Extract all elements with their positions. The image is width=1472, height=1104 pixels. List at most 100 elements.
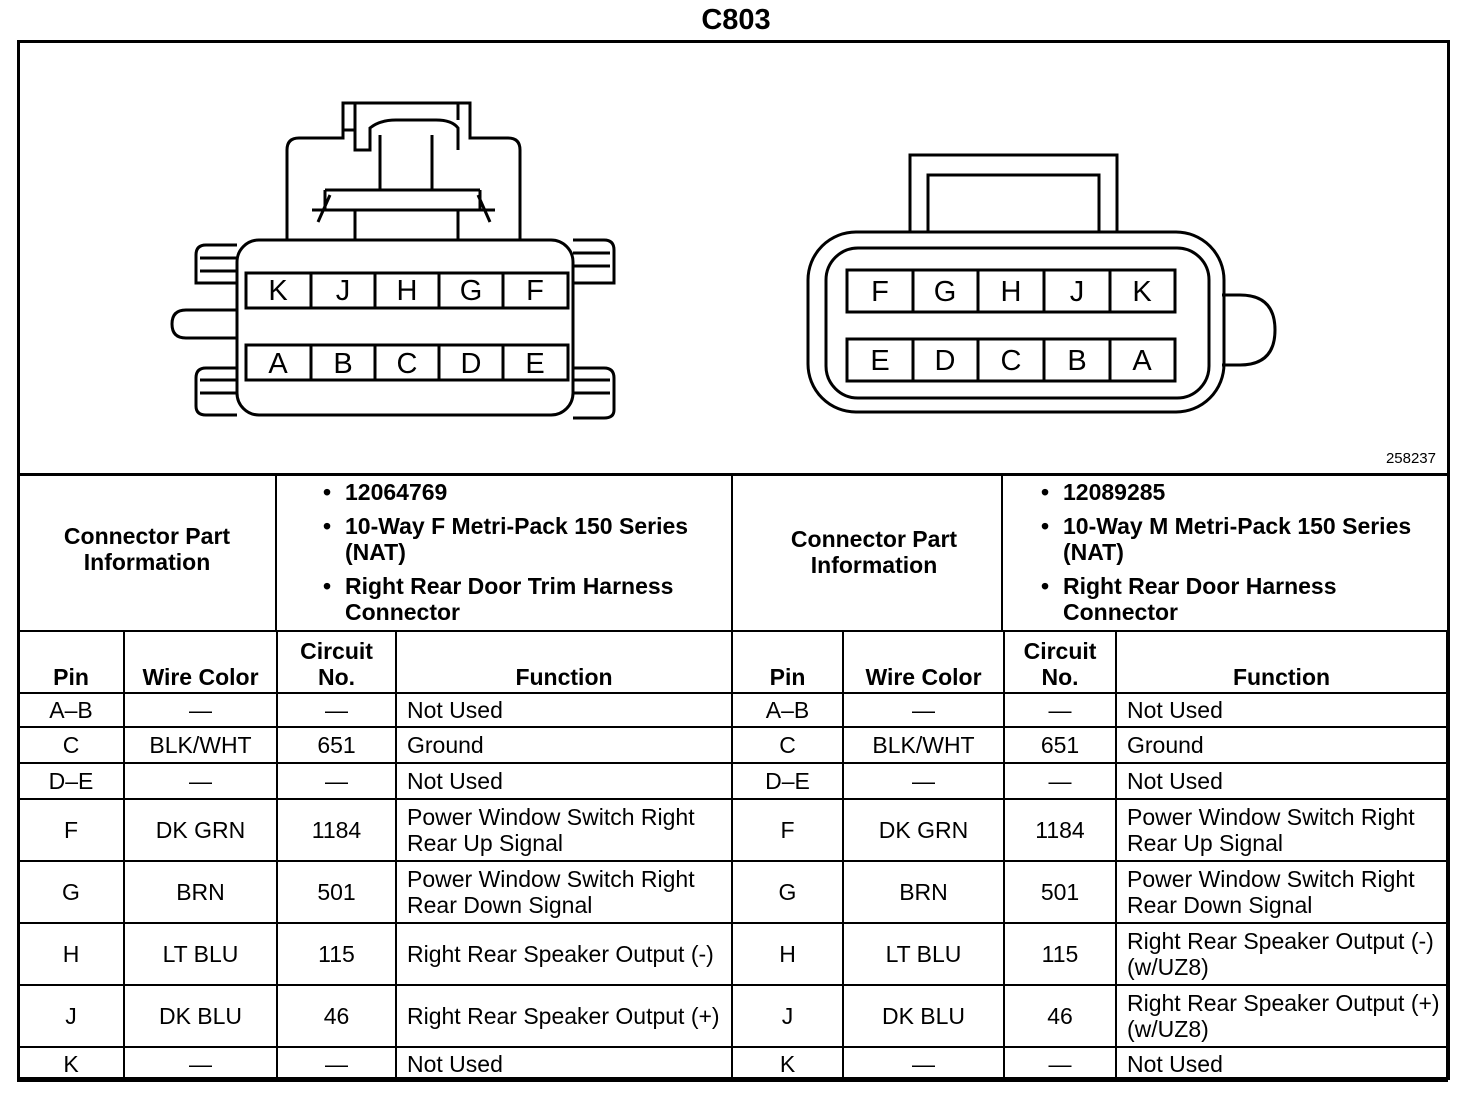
wire-color-cell: DK BLU xyxy=(842,984,1005,1048)
column-header: Function xyxy=(395,630,733,694)
circuit-cell: — xyxy=(1003,762,1117,800)
right-part-info-bullets: 12089285 10-Way M Metri-Pack 150 Series … xyxy=(1035,479,1445,633)
table-row: D–E — — Not Used xyxy=(731,762,1448,800)
table-row: J DK BLU 46 Right Rear Speaker Output (+… xyxy=(17,984,733,1048)
column-header: Pin xyxy=(731,630,844,694)
column-header: Circuit No. xyxy=(276,630,397,694)
function-cell: Not Used xyxy=(1115,1046,1448,1082)
figure-id: 258237 xyxy=(1385,450,1436,467)
circuit-cell: 1184 xyxy=(276,798,397,862)
pin-cell: F xyxy=(17,798,125,862)
function-cell: Ground xyxy=(1115,726,1448,764)
pin-cell: D–E xyxy=(17,762,125,800)
pin-label: F xyxy=(871,276,889,308)
pin-label: K xyxy=(268,275,288,307)
page-title: C803 xyxy=(701,4,771,36)
table-row: C BLK/WHT 651 Ground xyxy=(17,726,733,764)
pin-label: J xyxy=(336,275,351,307)
pin-cell: G xyxy=(17,860,125,924)
wire-color-cell: DK GRN xyxy=(842,798,1005,862)
pin-label: F xyxy=(526,275,544,307)
table-row: F DK GRN 1184 Power Window Switch Right … xyxy=(731,798,1448,862)
circuit-cell: — xyxy=(1003,1046,1117,1082)
function-cell: Right Rear Speaker Output (-) xyxy=(395,922,733,986)
pin-cell: H xyxy=(731,922,844,986)
right-pin-table: Pin Wire Color Circuit No. Function A–B … xyxy=(731,630,1448,1082)
circuit-cell: 115 xyxy=(1003,922,1117,986)
column-header: Function xyxy=(1115,630,1448,694)
function-cell: Not Used xyxy=(395,692,733,728)
function-cell: Not Used xyxy=(395,1046,733,1082)
circuit-cell: 1184 xyxy=(1003,798,1117,862)
connector-part-info: Connector Part Information 12064769 10-W… xyxy=(17,473,1450,630)
circuit-cell: 501 xyxy=(1003,860,1117,924)
left-part-info-bullets: 12064769 10-Way F Metri-Pack 150 Series … xyxy=(317,479,727,633)
wire-color-cell: LT BLU xyxy=(123,922,278,986)
circuit-cell: 651 xyxy=(276,726,397,764)
pin-label: D xyxy=(935,345,956,377)
pin-label: G xyxy=(934,276,957,308)
table-row: J DK BLU 46 Right Rear Speaker Output (+… xyxy=(731,984,1448,1048)
pin-label: K xyxy=(1132,276,1152,308)
left-pin-table: Pin Wire Color Circuit No. Function A–B … xyxy=(17,630,733,1082)
pin-label: B xyxy=(1067,345,1086,377)
pin-cell: D–E xyxy=(731,762,844,800)
pin-label: B xyxy=(333,348,352,380)
function-cell: Not Used xyxy=(1115,692,1448,728)
pin-cell: K xyxy=(731,1046,844,1082)
table-row: G BRN 501 Power Window Switch Right Rear… xyxy=(731,860,1448,924)
circuit-cell: 46 xyxy=(1003,984,1117,1048)
pin-label: D xyxy=(461,348,482,380)
pin-label: E xyxy=(870,345,889,377)
pin-cell: K xyxy=(17,1046,125,1082)
wire-color-cell: — xyxy=(842,1046,1005,1082)
wire-color-cell: — xyxy=(123,692,278,728)
circuit-cell: — xyxy=(276,762,397,800)
function-cell: Ground xyxy=(395,726,733,764)
bullet-part-number: 12064769 xyxy=(317,479,727,505)
circuit-cell: 501 xyxy=(276,860,397,924)
wire-color-cell: LT BLU xyxy=(842,922,1005,986)
function-cell: Power Window Switch Right Rear Down Sign… xyxy=(1115,860,1448,924)
circuit-cell: — xyxy=(276,692,397,728)
pin-cell: A–B xyxy=(17,692,125,728)
table-row: F DK GRN 1184 Power Window Switch Right … xyxy=(17,798,733,862)
function-cell: Power Window Switch Right Rear Down Sign… xyxy=(395,860,733,924)
pin-label: C xyxy=(1001,345,1022,377)
column-header: Circuit No. xyxy=(1003,630,1117,694)
bullet-connector-type: 10-Way M Metri-Pack 150 Series (NAT) xyxy=(1035,513,1445,565)
pin-cell: J xyxy=(17,984,125,1048)
function-cell: Power Window Switch Right Rear Up Signal xyxy=(395,798,733,862)
pin-cell: J xyxy=(731,984,844,1048)
pin-cell: H xyxy=(17,922,125,986)
circuit-cell: — xyxy=(276,1046,397,1082)
table-row: H LT BLU 115 Right Rear Speaker Output (… xyxy=(17,922,733,986)
function-cell: Right Rear Speaker Output (-) (w/UZ8) xyxy=(1115,922,1448,986)
pin-label: H xyxy=(1001,276,1022,308)
wire-color-cell: — xyxy=(123,1046,278,1082)
table-row: A–B — — Not Used xyxy=(17,692,733,728)
bullet-connector-location: Right Rear Door Trim Harness Connector xyxy=(317,573,727,625)
bullet-connector-location: Right Rear Door Harness Connector xyxy=(1035,573,1445,625)
wire-color-cell: BRN xyxy=(123,860,278,924)
table-row: K — — Not Used xyxy=(17,1046,733,1082)
table-row: H LT BLU 115 Right Rear Speaker Output (… xyxy=(731,922,1448,986)
table-row: C BLK/WHT 651 Ground xyxy=(731,726,1448,764)
function-cell: Not Used xyxy=(1115,762,1448,800)
wire-color-cell: — xyxy=(842,762,1005,800)
table-row: A–B — — Not Used xyxy=(731,692,1448,728)
pin-label: J xyxy=(1070,276,1085,308)
function-cell: Not Used xyxy=(395,762,733,800)
pin-label: G xyxy=(460,275,483,307)
column-header: Wire Color xyxy=(842,630,1005,694)
circuit-cell: 46 xyxy=(276,984,397,1048)
function-cell: Right Rear Speaker Output (+) (w/UZ8) xyxy=(1115,984,1448,1048)
pin-label: A xyxy=(1132,345,1152,377)
pin-cell: G xyxy=(731,860,844,924)
pin-cell: A–B xyxy=(731,692,844,728)
wire-color-cell: BLK/WHT xyxy=(842,726,1005,764)
pin-cell: C xyxy=(17,726,125,764)
column-header: Pin xyxy=(17,630,125,694)
wire-color-cell: BLK/WHT xyxy=(123,726,278,764)
pin-cell: F xyxy=(731,798,844,862)
